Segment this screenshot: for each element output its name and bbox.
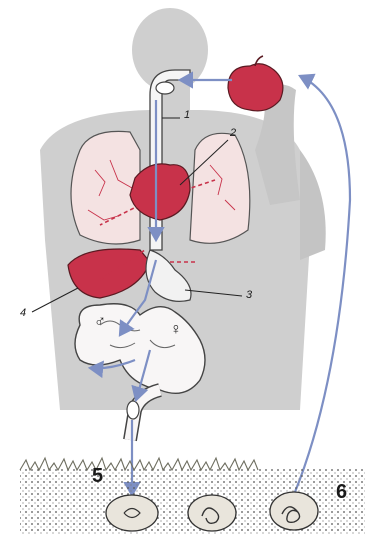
label-4: 4 — [20, 308, 26, 319]
label-6: 6 — [336, 482, 347, 502]
label-5: 5 — [92, 466, 103, 486]
female-symbol: ♀ — [170, 322, 182, 338]
label-2: 2 — [230, 128, 236, 139]
egg-icon — [106, 495, 158, 531]
roundworm-icon — [270, 492, 318, 530]
egg-icon — [127, 401, 139, 419]
roundworm-icon — [188, 495, 236, 531]
label-3: 3 — [246, 290, 252, 301]
apple-icon — [228, 56, 283, 111]
male-symbol: ♂ — [94, 314, 106, 330]
soil-eggs — [106, 492, 318, 531]
egg-icon — [156, 82, 174, 94]
label-1: 1 — [184, 110, 190, 121]
